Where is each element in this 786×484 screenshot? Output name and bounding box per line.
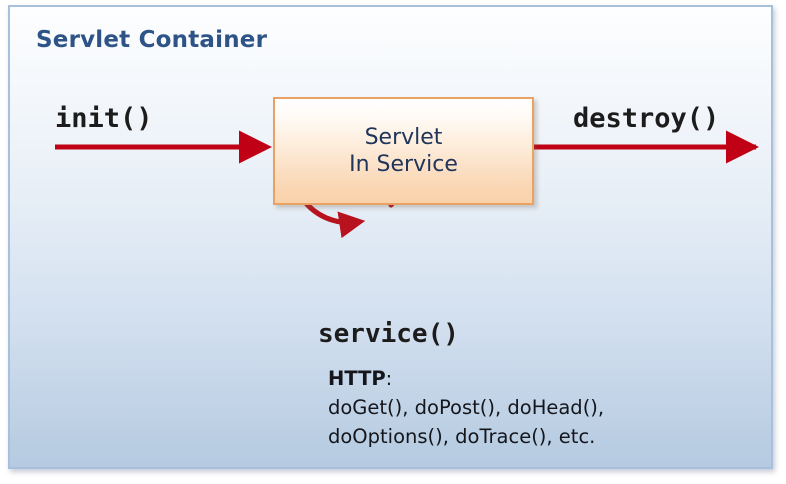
http-heading-line: HTTP: xyxy=(328,365,604,394)
http-heading-colon: : xyxy=(385,367,393,390)
page-title: Servlet Container xyxy=(36,27,268,53)
destroy-method-label: destroy() xyxy=(573,103,720,134)
servlet-box-line-2: In Service xyxy=(349,152,458,177)
http-methods-block: HTTP: doGet(), doPost(), doHead(), doOpt… xyxy=(328,365,604,452)
servlet-container-panel: Servlet Container Servlet In Service ini… xyxy=(8,5,773,469)
http-methods-line-1: doGet(), doPost(), doHead(), xyxy=(328,395,605,419)
service-method-label: service() xyxy=(318,319,459,349)
servlet-in-service-box: Servlet In Service xyxy=(273,97,534,205)
http-methods-line-2: doOptions(), doTrace(), etc. xyxy=(328,424,596,448)
http-heading: HTTP xyxy=(328,367,386,390)
init-method-label: init() xyxy=(55,103,153,134)
servlet-box-line-1: Servlet xyxy=(364,124,443,150)
